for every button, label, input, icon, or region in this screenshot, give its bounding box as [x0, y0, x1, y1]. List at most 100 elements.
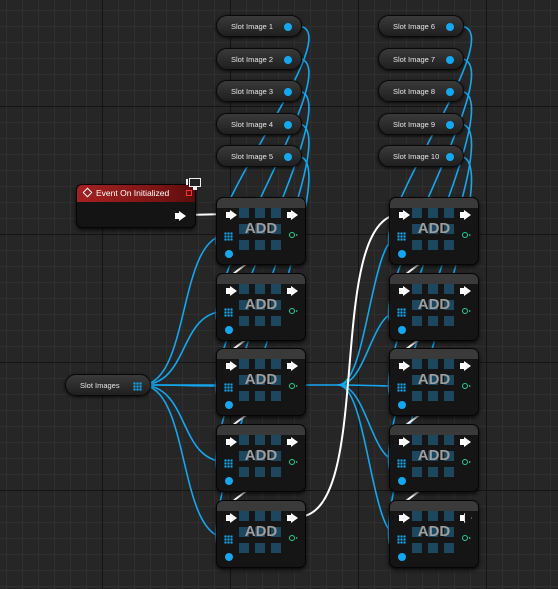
- add-node-header: [217, 501, 305, 511]
- slot-image-left-output-pin[interactable]: [284, 120, 292, 129]
- add-exec-in-pin[interactable]: [226, 361, 237, 371]
- add-node-4[interactable]: ADD: [216, 424, 306, 492]
- add-icon-tile: [239, 435, 249, 445]
- add-item-pin[interactable]: [398, 401, 406, 409]
- slot-image-right-output-pin[interactable]: [446, 88, 454, 96]
- slot-image-left-output-pin[interactable]: [284, 153, 292, 161]
- add-exec-out-pin[interactable]: [460, 437, 471, 447]
- add-item-pin[interactable]: [225, 250, 233, 258]
- add-target-array-pin[interactable]: [224, 308, 233, 317]
- add-index-out-pin[interactable]: [289, 383, 298, 389]
- add-node-header: [217, 274, 305, 284]
- add-exec-out-pin[interactable]: [460, 361, 471, 371]
- add-node-10[interactable]: ADD: [389, 500, 479, 568]
- add-node-3[interactable]: ADD: [216, 348, 306, 416]
- slot-image-left-output-pin[interactable]: [284, 23, 292, 31]
- slot-image-right-node-1[interactable]: Slot Image 6: [378, 15, 464, 37]
- slot-image-left-node-1[interactable]: Slot Image 1: [216, 15, 302, 37]
- add-icon-tile: [255, 208, 265, 218]
- add-exec-out-pin[interactable]: [287, 286, 298, 296]
- slot-images-array-pin[interactable]: [133, 382, 142, 391]
- add-node-7[interactable]: ADD: [389, 273, 479, 341]
- event-delegate-pin[interactable]: [186, 190, 192, 196]
- add-item-pin[interactable]: [398, 477, 406, 485]
- add-target-array-pin[interactable]: [397, 232, 406, 241]
- add-exec-in-pin[interactable]: [226, 513, 237, 523]
- add-node-9[interactable]: ADD: [389, 424, 479, 492]
- add-target-array-pin[interactable]: [397, 383, 406, 392]
- slot-image-right-label: Slot Image 6: [393, 22, 436, 31]
- event-exec-out-pin[interactable]: [175, 211, 186, 221]
- add-target-array-pin[interactable]: [224, 535, 233, 544]
- add-node-2[interactable]: ADD: [216, 273, 306, 341]
- slot-image-right-node-2[interactable]: Slot Image 7: [378, 47, 464, 70]
- slot-image-right-node-5[interactable]: Slot Image 10: [378, 145, 464, 167]
- add-target-array-pin[interactable]: [224, 232, 233, 241]
- add-target-array-pin[interactable]: [397, 308, 406, 317]
- add-icon-tile: [271, 208, 281, 218]
- slot-image-right-output-pin[interactable]: [446, 153, 454, 161]
- add-item-pin[interactable]: [225, 401, 233, 409]
- add-item-pin[interactable]: [398, 250, 406, 258]
- add-exec-out-pin[interactable]: [287, 513, 298, 523]
- add-exec-out-pin[interactable]: [287, 210, 298, 220]
- add-node-5[interactable]: ADD: [216, 500, 306, 568]
- slot-image-right-label: Slot Image 10: [393, 152, 440, 161]
- add-node-header: [390, 349, 478, 359]
- add-item-pin[interactable]: [225, 553, 233, 561]
- add-exec-in-pin[interactable]: [399, 286, 410, 296]
- add-exec-in-pin[interactable]: [226, 210, 237, 220]
- add-icon-tile: [428, 300, 438, 310]
- slot-image-left-node-2[interactable]: Slot Image 2: [216, 47, 302, 70]
- add-index-out-pin[interactable]: [462, 535, 471, 541]
- add-icon-tile: [412, 316, 422, 326]
- slot-image-left-output-pin[interactable]: [284, 88, 292, 96]
- add-index-out-pin[interactable]: [289, 459, 298, 465]
- add-target-array-pin[interactable]: [224, 383, 233, 392]
- add-target-array-pin[interactable]: [397, 535, 406, 544]
- add-item-pin[interactable]: [225, 326, 233, 334]
- add-exec-out-pin[interactable]: [460, 210, 471, 220]
- add-icon-tile: [444, 467, 454, 477]
- add-exec-out-pin[interactable]: [460, 513, 471, 523]
- add-exec-in-pin[interactable]: [399, 210, 410, 220]
- add-target-array-pin[interactable]: [397, 459, 406, 468]
- slot-image-right-node-4[interactable]: Slot Image 9: [378, 112, 464, 135]
- add-node-1[interactable]: ADD: [216, 197, 306, 265]
- add-exec-in-pin[interactable]: [399, 513, 410, 523]
- add-icon-tile: [255, 543, 265, 553]
- add-node-6[interactable]: ADD: [389, 197, 479, 265]
- add-item-pin[interactable]: [398, 553, 406, 561]
- slot-image-right-output-pin[interactable]: [446, 23, 454, 31]
- add-exec-in-pin[interactable]: [226, 437, 237, 447]
- slot-images-array-node[interactable]: Slot Images: [65, 374, 151, 396]
- slot-image-left-node-3[interactable]: Slot Image 3: [216, 80, 302, 102]
- add-index-out-pin[interactable]: [462, 232, 471, 238]
- add-index-out-pin[interactable]: [462, 383, 471, 389]
- add-exec-out-pin[interactable]: [460, 286, 471, 296]
- add-node-8[interactable]: ADD: [389, 348, 479, 416]
- slot-image-left-output-pin[interactable]: [284, 55, 292, 64]
- event-on-initialized-node[interactable]: Event On Initialized: [76, 184, 196, 228]
- slot-image-right-label: Slot Image 9: [393, 119, 436, 129]
- slot-image-left-node-5[interactable]: Slot Image 5: [216, 145, 302, 167]
- add-exec-in-pin[interactable]: [399, 361, 410, 371]
- add-exec-out-pin[interactable]: [287, 361, 298, 371]
- add-exec-in-pin[interactable]: [399, 437, 410, 447]
- add-exec-out-pin[interactable]: [287, 437, 298, 447]
- add-item-pin[interactable]: [398, 326, 406, 334]
- add-exec-in-pin[interactable]: [226, 286, 237, 296]
- add-item-pin[interactable]: [225, 477, 233, 485]
- monitor-icon: [186, 178, 202, 190]
- slot-image-left-node-4[interactable]: Slot Image 4: [216, 112, 302, 135]
- slot-image-right-output-pin[interactable]: [446, 120, 454, 129]
- add-index-out-pin[interactable]: [462, 308, 471, 314]
- slot-image-right-output-pin[interactable]: [446, 55, 454, 64]
- add-index-out-pin[interactable]: [289, 232, 298, 238]
- add-index-out-pin[interactable]: [289, 535, 298, 541]
- add-index-out-pin[interactable]: [289, 308, 298, 314]
- add-index-out-pin[interactable]: [462, 459, 471, 465]
- add-target-array-pin[interactable]: [224, 459, 233, 468]
- slot-image-right-node-3[interactable]: Slot Image 8: [378, 80, 464, 102]
- add-icon-tile: [239, 240, 249, 250]
